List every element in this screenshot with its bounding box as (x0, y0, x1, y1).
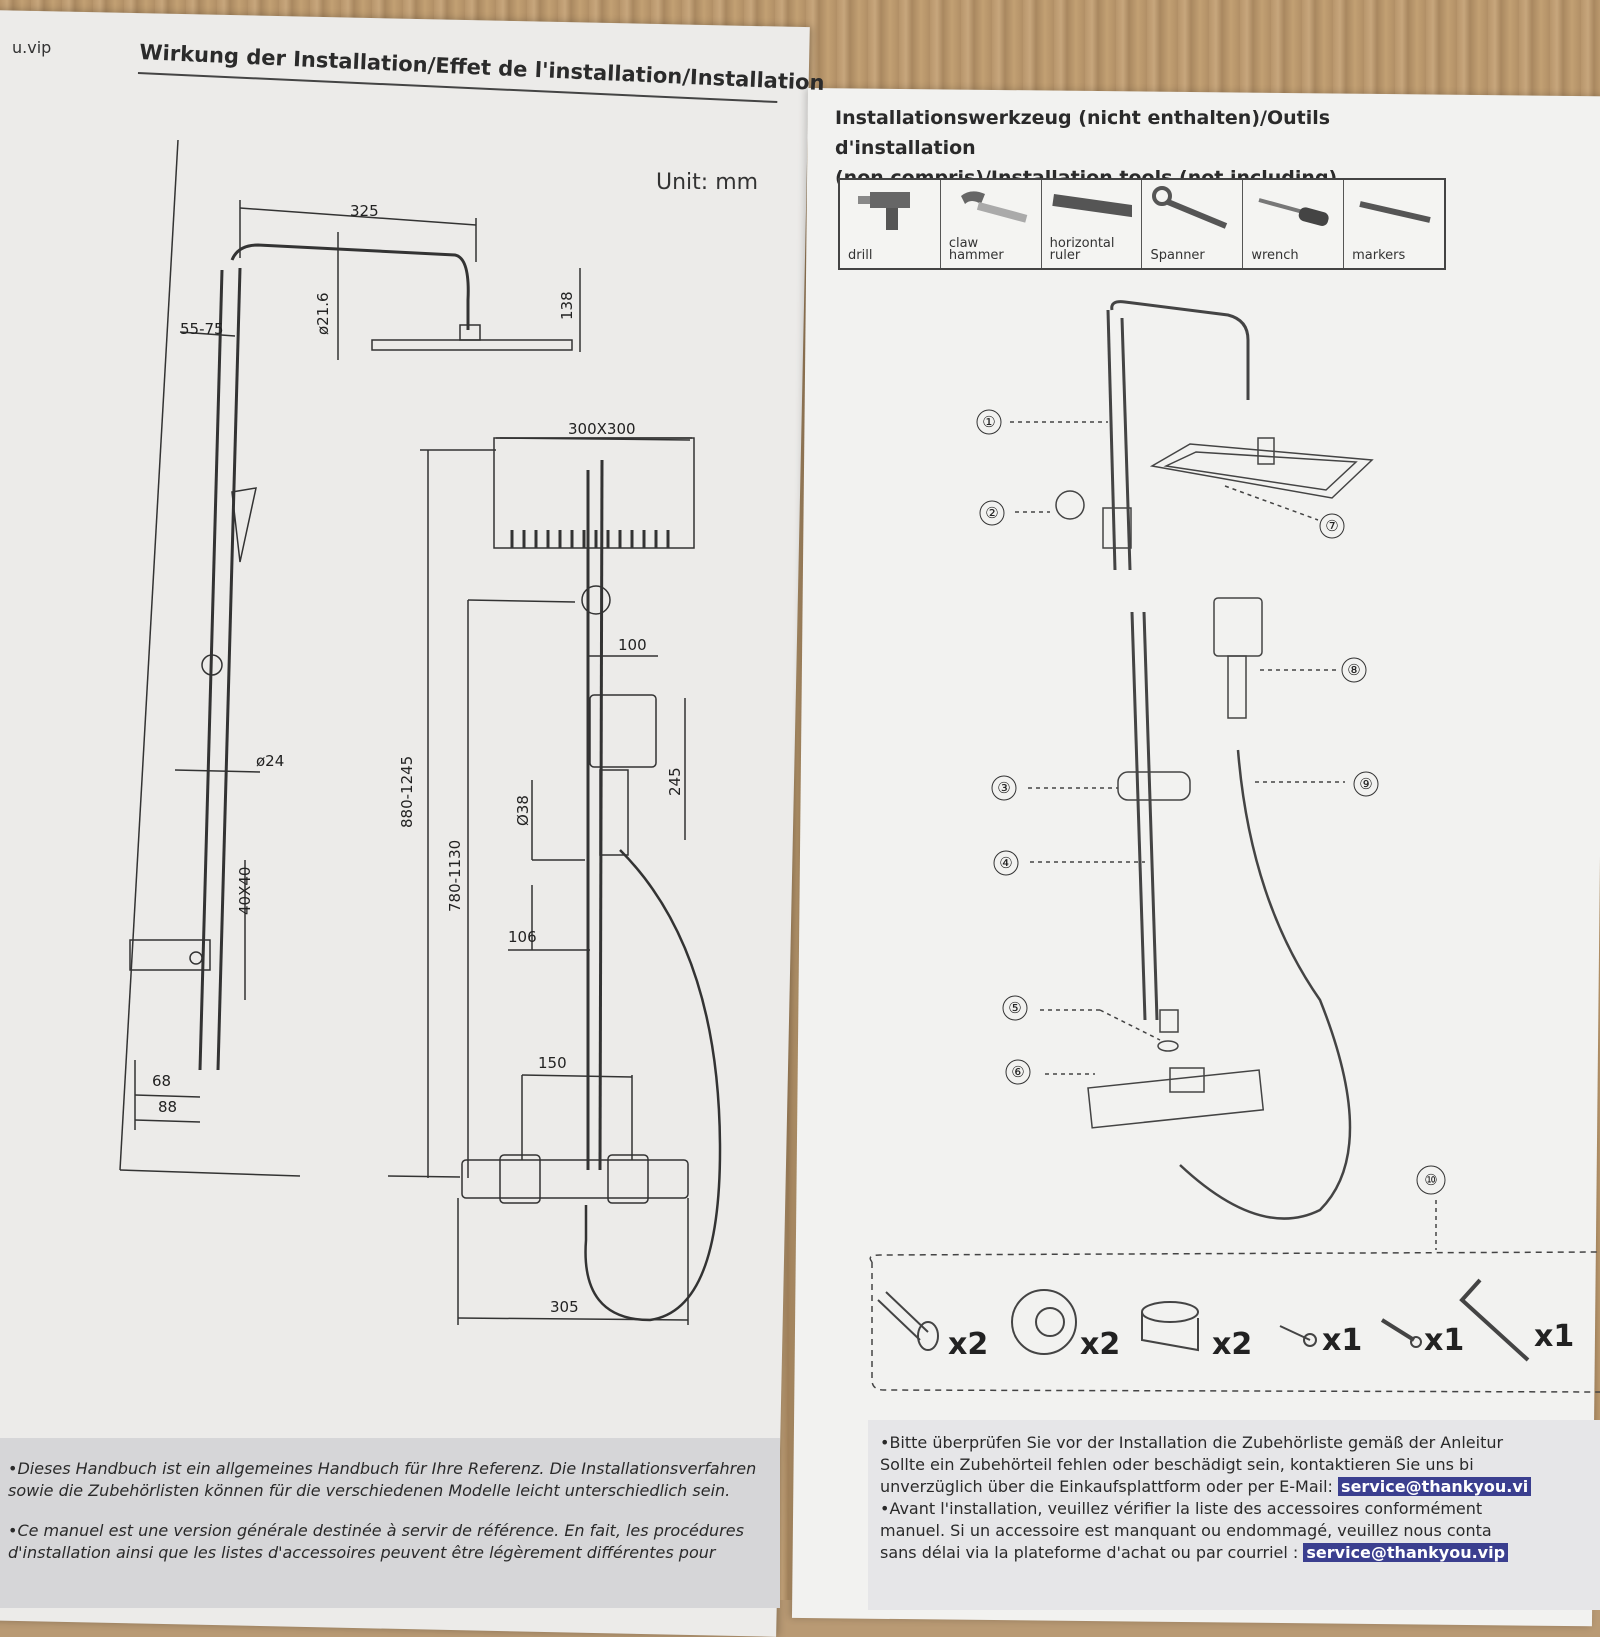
part-number-9: ⑨ (1359, 775, 1372, 793)
part-number-8: ⑧ (1347, 661, 1360, 679)
dimension-drawing: 325 55-75 ø21.6 138 300X300 100 ø24 880-… (119, 139, 722, 1325)
drill-icon (858, 192, 910, 230)
dim-21-6: ø21.6 (314, 292, 332, 335)
part-number-3: ③ (997, 779, 1010, 797)
dim-38: Ø38 (514, 795, 532, 826)
screwdriver-icon (1258, 198, 1329, 226)
dim-300x300: 300X300 (568, 420, 636, 438)
tool-label: drill (848, 248, 873, 263)
dim-88: 88 (158, 1098, 177, 1116)
dim-780-1130: 780-1130 (446, 840, 464, 912)
hex-key-icon (1459, 1278, 1530, 1362)
accessory-qty: x2 (1080, 1327, 1120, 1362)
dim-245: 245 (666, 767, 684, 796)
email-link[interactable]: service@thankyou.vi (1338, 1477, 1532, 1496)
accessory-qty: x1 (1424, 1323, 1464, 1358)
part-number-labels: ① ② ③ ④ ⑤ ⑥ ⑦ ⑧ ⑨ ⑩ (976, 409, 1446, 1195)
note-right-fr-1: •Avant l'installation, veuillez vérifier… (880, 1499, 1483, 1518)
dim-150: 150 (538, 1054, 567, 1072)
ruler-icon (1051, 194, 1132, 218)
accessory-qty: x1 (1322, 1323, 1362, 1358)
screw-icon (1380, 1318, 1422, 1348)
notes-right-box (868, 1420, 1600, 1610)
tools-table: drill claw hammer horizontal ruler Spann… (838, 178, 1446, 270)
email-link[interactable]: service@thankyou.vip (1303, 1543, 1509, 1562)
cover-ring-icon (1011, 1289, 1077, 1355)
note-left-fr: •Ce manuel est une version générale dest… (8, 1521, 744, 1562)
dim-40x40: 40X40 (236, 867, 254, 915)
dim-305: 305 (550, 1298, 579, 1316)
corner-url: u.vip (12, 38, 52, 57)
note-left-de: •Dieses Handbuch ist ein allgemeines Han… (8, 1459, 757, 1500)
dim-106: 106 (508, 928, 537, 946)
note-right-fr-2: manuel. Si un accessoire est manquant ou… (880, 1521, 1492, 1540)
tool-wrench: wrench (1243, 180, 1345, 268)
tool-spanner: Spanner (1142, 180, 1244, 268)
tool-markers: markers (1344, 180, 1444, 268)
part-number-2: ② (985, 504, 998, 522)
hammer-icon (960, 191, 1028, 223)
tool-label: markers (1352, 248, 1406, 263)
notes-left-box (0, 1438, 780, 1608)
accessory-qty: x2 (948, 1327, 988, 1362)
tool-drill: drill (840, 180, 941, 268)
washer-icon (1141, 1301, 1199, 1352)
dim-24: ø24 (256, 752, 284, 770)
note-right: •Bitte überprüfen Sie vor der Installati… (880, 1432, 1600, 1564)
tool-claw-hammer: claw hammer (941, 180, 1042, 268)
dim-55-75: 55-75 (180, 320, 224, 338)
adapter-icon (877, 1291, 939, 1351)
tools-title-line1: Installationswerkzeug (nicht enthalten)/… (835, 107, 1331, 159)
marker-icon (1359, 201, 1431, 223)
dim-68: 68 (152, 1072, 171, 1090)
parts-diagram: ① ② ③ ④ ⑤ ⑥ ⑦ ⑧ ⑨ ⑩ x2 x2 x2 x1 x1 x1 (869, 300, 1600, 1393)
dim-138: 138 (558, 291, 576, 320)
dim-325: 325 (350, 202, 379, 220)
dim-880-1245: 880-1245 (398, 756, 416, 828)
accessory-qty: x1 (1534, 1319, 1574, 1354)
spanner-icon (1152, 186, 1228, 229)
part-number-6: ⑥ (1011, 1063, 1024, 1081)
note-right-de-1: •Bitte überprüfen Sie vor der Installati… (880, 1433, 1504, 1452)
tool-horizontal-ruler: horizontal ruler (1042, 180, 1143, 268)
accessory-qty: x2 (1212, 1327, 1252, 1362)
dim-100: 100 (618, 636, 647, 654)
part-number-4: ④ (999, 854, 1012, 872)
part-number-1: ① (982, 413, 995, 431)
note-right-de-2: Sollte ein Zubehörteil fehlen oder besch… (880, 1455, 1474, 1474)
part-number-7: ⑦ (1325, 517, 1338, 535)
note-right-de-3: unverzüglich über die Einkaufsplattform … (880, 1476, 1600, 1498)
wall-line (119, 139, 179, 1171)
unit-label: Unit: mm (656, 170, 759, 195)
part-number-5: ⑤ (1008, 999, 1021, 1017)
screw-anchor-icon (1279, 1325, 1317, 1347)
tool-label: horizontal ruler (1049, 236, 1115, 263)
tool-label: claw hammer (948, 236, 1004, 263)
part-number-10: ⑩ (1424, 1171, 1437, 1189)
tool-label: wrench (1251, 248, 1299, 263)
note-right-fr-3: sans délai via la plateforme d'achat ou … (880, 1542, 1600, 1564)
tool-label: Spanner (1150, 248, 1205, 263)
